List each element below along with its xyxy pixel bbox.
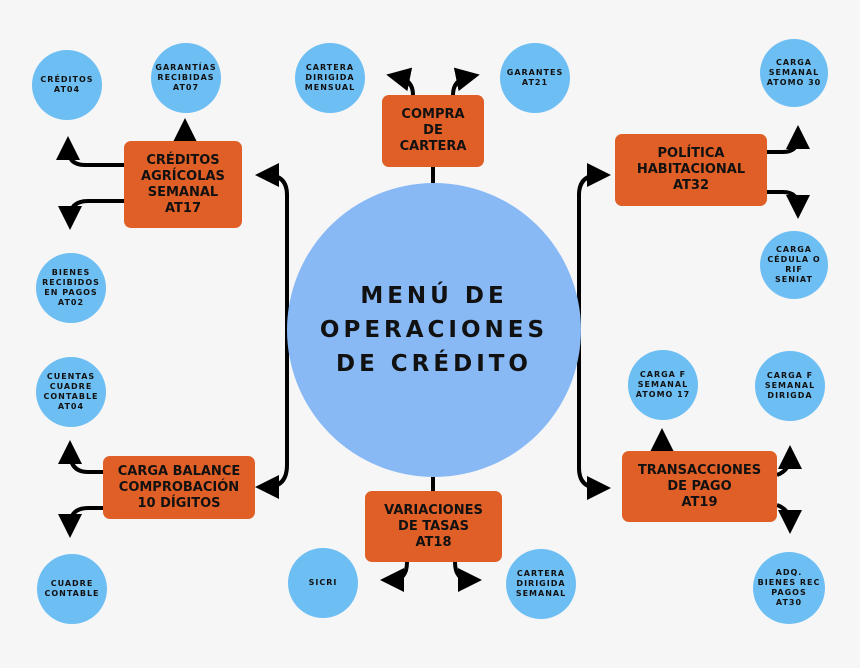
leaf-garantes[interactable]: GARANTES AT21 [500, 43, 570, 113]
leaf-label: CUADRE CONTABLE [44, 579, 100, 598]
leaf-label: GARANTES AT21 [506, 68, 564, 87]
node-label: POLÍTICA HABITACIONAL AT32 [636, 146, 746, 193]
leaf-label: BIENES RECIBIDOS EN PAGOS AT02 [42, 268, 100, 307]
node-label: TRANSACCIONES DE PAGO AT19 [637, 462, 762, 510]
leaf-adq-bienes[interactable]: ADQ. BIENES REC PAGOS AT30 [753, 552, 825, 624]
leaf-label: CARGA SEMANAL ATOMO 30 [766, 58, 822, 87]
leaf-cuentas-cuadre[interactable]: CUENTAS CUADRE CONTABLE AT04 [36, 357, 106, 427]
node-creditos-agricolas[interactable]: CRÉDITOS AGRÍCOLAS SEMANAL AT17 [124, 141, 242, 228]
leaf-label: CARTERA DIRIGIDA SEMANAL [515, 569, 567, 598]
node-label: CARGA BALANCE COMPROBACIÓN 10 DÍGITOS [117, 463, 241, 511]
leaf-label: CARTERA DIRIGIDA MENSUAL [304, 63, 356, 92]
node-label: VARIACIONES DE TASAS AT18 [384, 502, 483, 550]
leaf-label: GARANTÍAS RECIBIDAS AT07 [155, 63, 217, 92]
node-variaciones-tasas[interactable]: VARIACIONES DE TASAS AT18 [365, 491, 502, 562]
leaf-carga-f-dirigida[interactable]: CARGA F SEMANAL DIRIGDA [755, 351, 825, 421]
leaf-bienes-recibidos[interactable]: BIENES RECIBIDOS EN PAGOS AT02 [36, 253, 106, 323]
leaf-cartera-dirigida-semanal[interactable]: CARTERA DIRIGIDA SEMANAL [506, 549, 576, 619]
node-compra-cartera[interactable]: COMPRA DE CARTERA [382, 95, 484, 167]
leaf-label: CARGA F SEMANAL ATOMO 17 [635, 370, 691, 399]
node-carga-balance[interactable]: CARGA BALANCE COMPROBACIÓN 10 DÍGITOS [103, 456, 255, 519]
node-label: CRÉDITOS AGRÍCOLAS SEMANAL AT17 [141, 152, 225, 216]
leaf-sicri[interactable]: SICRI [288, 548, 358, 618]
node-transacciones-pago[interactable]: TRANSACCIONES DE PAGO AT19 [622, 451, 777, 522]
leaf-garantias-recibidas[interactable]: GARANTÍAS RECIBIDAS AT07 [151, 43, 221, 113]
leaf-cartera-dirigida-mensual[interactable]: CARTERA DIRIGIDA MENSUAL [295, 43, 365, 113]
leaf-label: CARGA F SEMANAL DIRIGDA [764, 371, 816, 400]
leaf-label: CRÉDITOS AT04 [40, 75, 94, 94]
center-topic-title: MENÚ DE OPERACIONES DE CRÉDITO [319, 283, 549, 377]
leaf-carga-cedula[interactable]: CARGA CÉDULA O RIF SENIAT [760, 231, 828, 299]
leaf-label: SICRI [308, 578, 338, 587]
leaf-label: CARGA CÉDULA O RIF SENIAT [767, 245, 821, 284]
leaf-label: ADQ. BIENES REC PAGOS AT30 [757, 568, 821, 607]
leaf-carga-semanal-atomo30[interactable]: CARGA SEMANAL ATOMO 30 [760, 39, 828, 107]
node-politica-habitacional[interactable]: POLÍTICA HABITACIONAL AT32 [615, 134, 767, 206]
leaf-carga-f-atomo17[interactable]: CARGA F SEMANAL ATOMO 17 [628, 350, 698, 420]
leaf-label: CUENTAS CUADRE CONTABLE AT04 [43, 372, 99, 411]
leaf-creditos-at04[interactable]: CRÉDITOS AT04 [32, 50, 102, 120]
node-label: COMPRA DE CARTERA [399, 107, 467, 154]
center-topic-circle: MENÚ DE OPERACIONES DE CRÉDITO [287, 183, 581, 477]
leaf-cuadre-contable[interactable]: CUADRE CONTABLE [37, 554, 107, 624]
